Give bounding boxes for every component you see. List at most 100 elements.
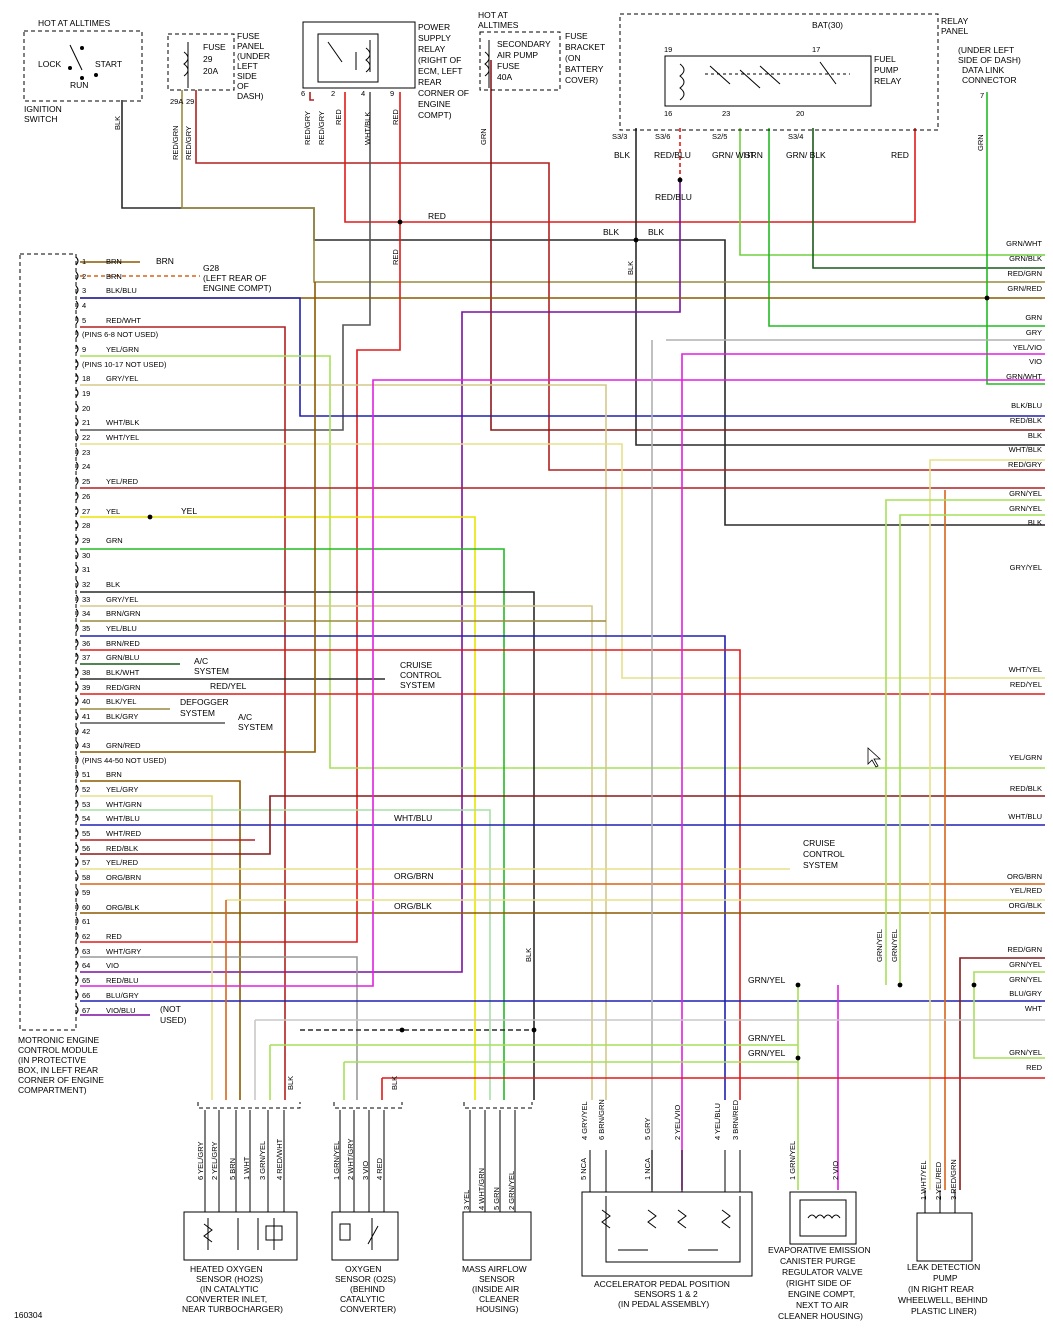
psr-outer-box: [302, 21, 416, 89]
ldp-pin-3: 3 RED/GRN: [949, 1159, 958, 1200]
term-s3-3: S3/3: [612, 132, 627, 141]
wire: [80, 956, 358, 1100]
ecm-pin-59: 59: [82, 888, 90, 897]
ecm-pin-connector: [75, 417, 79, 427]
ecm-pin-connector: [75, 784, 79, 794]
wire-label-redgry: RED/GRY: [184, 126, 193, 160]
data-link-connector: (UNDER LEFT SIDE OF DASH) DATA LINK CONN…: [958, 45, 1021, 151]
maf-label-2: SENSOR: [479, 1274, 515, 1284]
secondary-air-pump-fuse: HOT AT ALLTIMES SECONDARY AIR PUMP FUSE …: [478, 10, 605, 91]
ecm-pin-connector: [75, 476, 79, 486]
wire: [929, 459, 1045, 1190]
psr-label-2: SUPPLY: [418, 33, 451, 43]
ecm-pin-3: 3: [82, 286, 86, 295]
wire: [739, 128, 1045, 256]
right-wire-label: RED/BLK: [1010, 784, 1042, 793]
right-wire-label: YEL/RED: [1010, 886, 1043, 895]
wire-label-redgrn: RED/GRN: [171, 125, 180, 160]
wire: [80, 443, 1045, 679]
ecm-pin-connector: [75, 594, 79, 604]
wire: [80, 384, 607, 1100]
evap-box: [789, 1191, 857, 1245]
wire: [681, 353, 1045, 1190]
ecm-pin-connector: [75, 285, 79, 295]
psr-label-5: ECM, LEFT: [418, 66, 462, 76]
ecm-pin-wire-label: RED/BLU: [106, 976, 139, 985]
right-wire-label: RED/GRN: [1007, 945, 1042, 954]
ecm-pin-35: 35: [82, 624, 90, 633]
right-wire-label: BLK: [1028, 431, 1042, 440]
ecm-pin-32: 32: [82, 580, 90, 589]
wire: [899, 514, 1045, 985]
ldp-pin-1: 1 WHT/YEL: [919, 1160, 928, 1200]
fuse-bracket-3: (ON: [565, 53, 581, 63]
ecm-pin-connector: [75, 564, 79, 574]
ecm-pin-connector: [75, 491, 79, 501]
wire: [80, 591, 535, 1100]
ecm-pin-2: 2: [82, 272, 86, 281]
ecm-pin-wire-label: BLK/YEL: [106, 697, 136, 706]
ho2s: 6 YEL/GRY 2 YEL/GRY 5 BRN 1 WHT 3 GRN/YE…: [182, 1102, 301, 1314]
airpump-label-2: AIR PUMP: [497, 50, 538, 60]
right-wire-label: WHT/BLU: [1008, 812, 1042, 821]
right-wire-label: YEL/VIO: [1013, 343, 1042, 352]
ecm-pin-wire-label: RED/BLK: [106, 844, 138, 853]
ecm-pin-56: 56: [82, 844, 90, 853]
wire-label-s25-grn: GRN: [744, 150, 763, 160]
ecm-pin-wire-label: BLK/WHT: [106, 668, 140, 677]
ldp-pin-2: 2 YEL/RED: [934, 1161, 943, 1200]
ecm-pin-28: 28: [82, 521, 90, 530]
dlc-label-2: SIDE OF DASH): [958, 55, 1021, 65]
evap-coil-box: [799, 1199, 847, 1237]
leak-detection-pump: 1 WHT/YEL 2 YEL/RED 3 RED/GRN LEAK DETEC…: [898, 1159, 988, 1316]
ecm-pin-connector: [75, 1005, 79, 1015]
ecm-pin-36: 36: [82, 639, 90, 648]
evap-grnyel-label-a: GRN/YEL: [748, 975, 786, 985]
ecm-pin-wire-label: YEL/BLU: [106, 624, 137, 633]
ecm-pin-wire-label: BLK: [106, 580, 120, 589]
splice-dot: [531, 1027, 537, 1033]
airpump-hot-2: ALLTIMES: [478, 20, 519, 30]
ho2s-pin-1: 1 WHT: [242, 1156, 251, 1180]
relay-pin-20: 20: [796, 109, 804, 118]
mid-labels: BRN G28 (LEFT REAR OF ENGINE COMPT) YEL …: [156, 256, 899, 1090]
ecm-pin-wire-label: WHT/BLK: [106, 418, 139, 427]
airpump-label-4: 40A: [497, 72, 512, 82]
ecm-pin-18: 18: [82, 374, 90, 383]
ecm-pin-wire-label: BLK/BLU: [106, 286, 137, 295]
dlc-label-3: DATA LINK: [962, 65, 1005, 75]
psr-label-1: POWER: [418, 22, 450, 32]
right-wire-label: GRN: [1025, 313, 1042, 322]
right-wire-label: GRN/WHT: [1006, 239, 1042, 248]
ecm-pin-42: 42: [82, 727, 90, 736]
ecm-pin-wire-label: BRN: [106, 257, 122, 266]
ldp-label-5: PLASTIC LINER): [911, 1306, 977, 1316]
right-wire-label: GRY: [1026, 328, 1042, 337]
ecm-pin-wire-label: (PINS 44-50 NOT USED): [82, 756, 167, 765]
notused-label-2: USED): [160, 1015, 187, 1025]
ecm-pin-connector: [75, 344, 79, 354]
fuse-panel-label-6: OF: [237, 81, 249, 91]
ho2s-label-3: (IN CATALYTIC: [200, 1284, 259, 1294]
ecm-pin-wire-label: YEL: [106, 507, 120, 516]
ecm-box: [19, 253, 77, 1031]
ecm-pin-wire-label: YEL/GRN: [106, 345, 139, 354]
ecm-pin-connector: [75, 432, 79, 442]
ecm-pin-connector: [75, 960, 79, 970]
ldp-label-4: WHEELWELL, BEHIND: [898, 1295, 988, 1305]
fuse-panel-label-7: DASH): [237, 91, 264, 101]
app-label-1: ACCELERATOR PEDAL POSITION: [594, 1279, 730, 1289]
fuel-pump-relay-coil: [679, 63, 685, 101]
g28-label-3: ENGINE COMPT): [203, 283, 272, 293]
ecm-pin-connector: [75, 828, 79, 838]
ecm-pin-connector: [75, 271, 79, 281]
cruise2-label-3: SYSTEM: [803, 860, 838, 870]
airpump-fuse-box: [479, 31, 561, 91]
o2s-box: [331, 1211, 399, 1261]
ecm-pin-connector: [75, 843, 79, 853]
ho2s-pin-6: 6 YEL/GRY: [196, 1142, 205, 1181]
right-wire-label: BLK: [1028, 518, 1042, 527]
wire: [80, 92, 401, 943]
